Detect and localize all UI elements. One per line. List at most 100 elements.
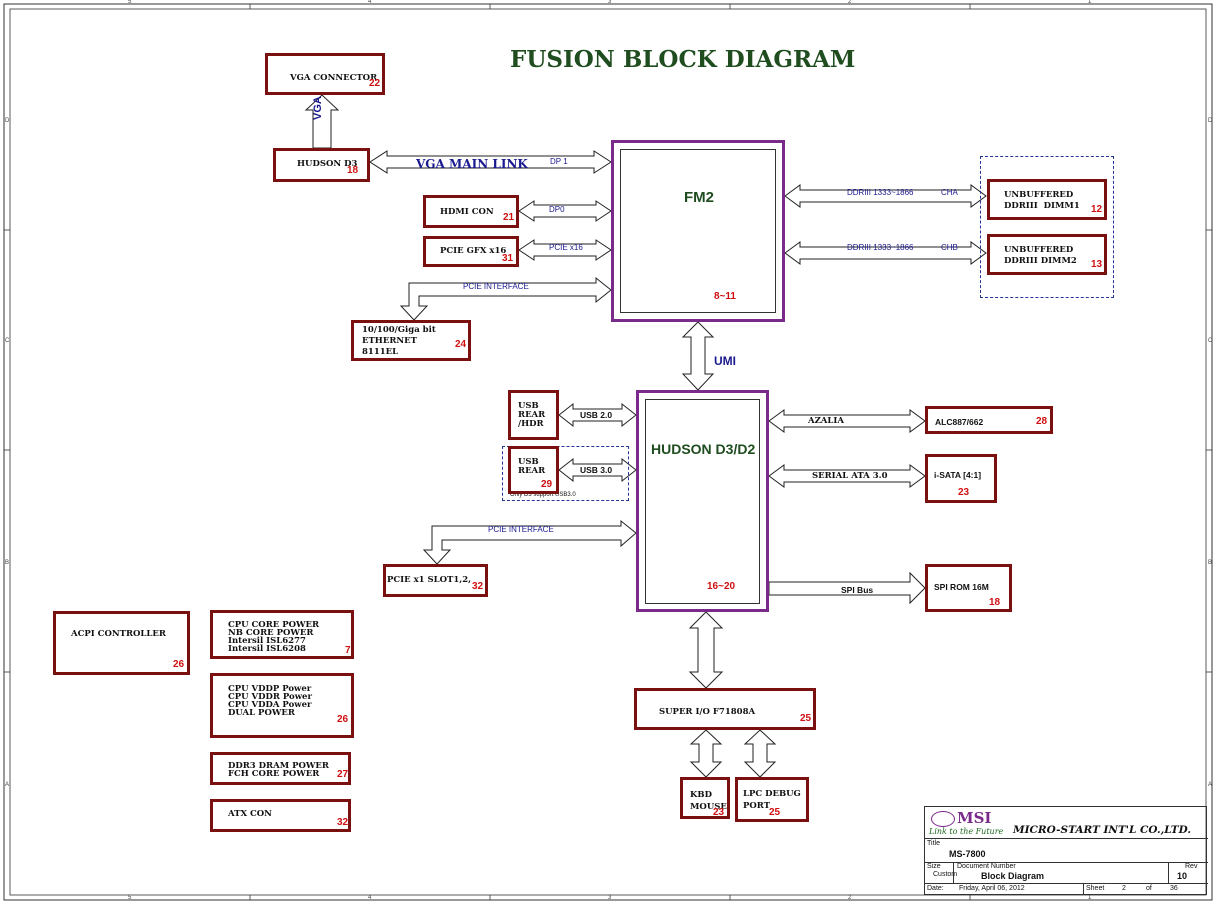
dimm1-block: UNBUFFERED DDRIII DIMM1 12 — [987, 179, 1107, 220]
kbd-mouse-page: 23 — [713, 807, 725, 818]
alc-block: ALC887/662 28 — [925, 406, 1053, 434]
vga-connector-label: VGA CONNECTOR — [290, 73, 378, 83]
alc-label: ALC887/662 — [935, 417, 984, 427]
lpc-debug-arrow — [743, 729, 777, 778]
pcie-x16-label: PCIE x16 — [549, 243, 583, 252]
rev-divider — [1168, 863, 1169, 883]
pcie-x1-label: PCIE x1 SLOT1,2, — [387, 575, 472, 585]
rev-value: 10 — [1177, 871, 1188, 881]
atx-con-block: ATX CON 32 — [210, 799, 351, 832]
hudson-label: HUDSON D3/D2 — [651, 441, 756, 457]
ddr3-power-block: DDR3 DRAM POWER FCH CORE POWER 27 — [210, 752, 351, 785]
usb20-label: USB 2.0 — [580, 410, 613, 420]
dp1-label: DP 1 — [550, 157, 568, 166]
hudson-page-ref: 16~20 — [707, 581, 736, 592]
total-sheets: 36 — [1170, 885, 1178, 892]
sheet-label: Sheet — [1086, 885, 1105, 892]
pcie-interface-bottom-label: PCIE INTERFACE — [488, 525, 554, 534]
ddr-cha-arrow — [784, 184, 987, 208]
usb3-group-outline — [502, 446, 629, 501]
sheet-border — [3, 3, 1213, 901]
vga-connector-block: VGA CONNECTOR 22 — [265, 53, 385, 95]
sheet-divider — [1083, 884, 1084, 895]
super-io-page: 25 — [800, 713, 812, 724]
dimm-group-outline — [980, 156, 1114, 298]
super-io-block: SUPER I/O F71808A 25 — [634, 688, 816, 730]
tick-left-b: B — [5, 560, 10, 566]
alc-page: 28 — [1036, 416, 1048, 427]
ethernet-label: 10/100/Giga bit ETHERNET 8111EL — [362, 325, 436, 357]
cha-label: CHA — [941, 188, 958, 197]
usb-rear-hdr-label: USB REAR /HDR — [518, 401, 546, 429]
sata-label: SERIAL ATA 3.0 — [812, 471, 888, 481]
azalia-label: AZALIA — [808, 416, 844, 426]
pcie-gfx-page: 31 — [502, 253, 514, 264]
size-value: Custom — [933, 871, 958, 878]
cpu-core-power-block: CPU CORE POWER NB CORE POWER Intersil IS… — [210, 610, 354, 659]
vga-main-link-label: VGA MAIN LINK — [416, 157, 528, 171]
isata-block: i-SATA [4:1] 23 — [925, 454, 997, 503]
acpi-block: ACPI CONTROLLER 26 — [53, 611, 190, 675]
title-value: MS-7800 — [949, 849, 986, 859]
cpu-core-power-label: CPU CORE POWER NB CORE POWER Intersil IS… — [228, 620, 320, 654]
acpi-page: 26 — [173, 659, 185, 670]
spi-rom-label: SPI ROM 16M — [934, 582, 989, 592]
msi-logo-text: MSI — [957, 809, 992, 827]
tick-left-c: C — [5, 338, 10, 344]
atx-con-page: 32 — [337, 817, 349, 828]
pcie-gfx-block: PCIE GFX x16 31 — [423, 236, 519, 267]
company-name: MICRO-START INT'L CO.,LTD. — [1013, 824, 1191, 836]
usb-rear-hdr-block: USB REAR /HDR — [508, 390, 559, 440]
tick-top-5: 5 — [128, 0, 132, 5]
dp0-label: DP0 — [549, 205, 565, 214]
umi-arrow — [681, 321, 715, 391]
kbd-arrow — [689, 729, 723, 778]
pcie-x1-page: 32 — [472, 581, 484, 592]
isata-label: i-SATA [4:1] — [934, 470, 982, 480]
super-io-label: SUPER I/O F71808A — [659, 707, 756, 717]
date-label: Date: — [927, 885, 944, 892]
tick-right-b: B — [1208, 560, 1213, 566]
tick-bottom-3: 3 — [608, 895, 612, 901]
dimm1-label: UNBUFFERED DDRIII DIMM1 — [1004, 190, 1080, 211]
doc-row: Size Custom Document Number Block Diagra… — [925, 863, 1208, 884]
tick-right-a: A — [1208, 782, 1213, 788]
tick-bottom-4: 4 — [368, 895, 372, 901]
chb-label: CHB — [941, 243, 958, 252]
vga-arrow — [304, 94, 340, 149]
date-row: Date: Friday, April 06, 2012 Sheet 2 of … — [925, 884, 1208, 895]
hudson-d3-block: HUDSON D3 18 — [273, 148, 370, 182]
hdmi-con-label: HDMI CON — [440, 207, 494, 217]
dimm1-page: 12 — [1091, 204, 1103, 215]
hudson-d3-label: HUDSON D3 — [297, 159, 358, 169]
title-row: Title MS-7800 — [925, 839, 1208, 863]
fm2-label: FM2 — [684, 189, 714, 206]
ethernet-page: 24 — [455, 339, 467, 350]
doc-value: Block Diagram — [981, 871, 1045, 881]
dimm2-page: 13 — [1091, 259, 1103, 270]
cpu-vddp-page: 26 — [337, 714, 349, 725]
size-label: Size — [927, 863, 941, 870]
acpi-label: ACPI CONTROLLER — [71, 629, 166, 639]
usb3-note: Only D3 support USB3.0 — [510, 492, 576, 498]
spi-bus-label: SPI Bus — [841, 585, 874, 595]
tick-bottom-1: 1 — [1088, 895, 1092, 901]
title-label: Title — [927, 840, 940, 847]
of-label: of — [1146, 885, 1152, 892]
cpu-vddp-block: CPU VDDP Power CPU VDDR Power CPU VDDA P… — [210, 673, 354, 738]
hdmi-con-block: HDMI CON 21 — [423, 195, 519, 228]
fm2-chip: FM2 8~11 — [611, 140, 785, 322]
rev-label: Rev — [1185, 863, 1198, 870]
tick-bottom-2: 2 — [848, 895, 852, 901]
tick-right-c: C — [1208, 338, 1213, 344]
date-value: Friday, April 06, 2012 — [959, 885, 1025, 892]
tick-right-d: D — [1208, 118, 1213, 124]
ddr-cha-label: DDRIII 1333~1866 — [847, 188, 914, 197]
hudson-inner-frame — [645, 399, 760, 604]
usb-rear-label: USB REAR — [518, 457, 546, 476]
sheet-inner-border — [9, 8, 1207, 896]
tick-bottom-5: 5 — [128, 895, 132, 901]
ddr-chb-label: DDRIII 1333~1866 — [847, 243, 914, 252]
ddr3-power-label: DDR3 DRAM POWER FCH CORE POWER — [228, 761, 329, 779]
